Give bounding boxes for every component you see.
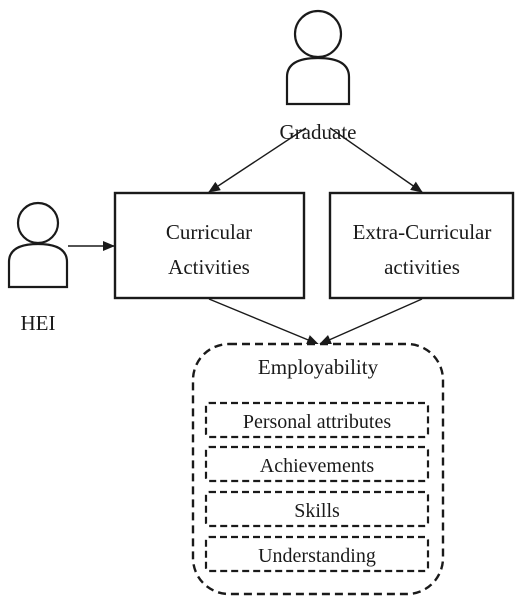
arrow-graduate-to-curricular (208, 127, 307, 193)
extra-curricular-activities-box (328, 191, 515, 300)
employability-item-box-achievements (204, 445, 430, 483)
arrow-curricular-to-employability (208, 298, 319, 345)
employability-item-box-understanding (204, 535, 430, 573)
extra-curricular-activities-line2: activities (384, 255, 460, 279)
curricular-activities-line1: Curricular (166, 220, 252, 244)
arrow-extra-curricular-to-employability (319, 298, 423, 345)
graduate-person-icon (285, 9, 351, 106)
employability-title: Employability (258, 355, 379, 379)
curricular-activities-line2: Activities (168, 255, 250, 279)
connector-arrows (68, 127, 423, 345)
employability-item-box-skills (204, 490, 430, 528)
employability-item-label: Understanding (258, 545, 376, 567)
employability-item-box-personal-attributes (204, 401, 430, 439)
curricular-activities-box (113, 191, 306, 300)
hei-label: HEI (21, 311, 56, 335)
employability-item-label: Achievements (260, 455, 375, 477)
hei-person-icon (7, 201, 69, 289)
arrow-graduate-to-extra-curricular (329, 127, 423, 193)
employability-item-list: Personal attributes Achievements Skills … (204, 401, 430, 573)
employability-item-label: Skills (294, 500, 340, 522)
extra-curricular-activities-line1: Extra-Curricular (353, 220, 492, 244)
graduate-label: Graduate (280, 120, 357, 144)
employability-item-label: Personal attributes (243, 411, 392, 433)
